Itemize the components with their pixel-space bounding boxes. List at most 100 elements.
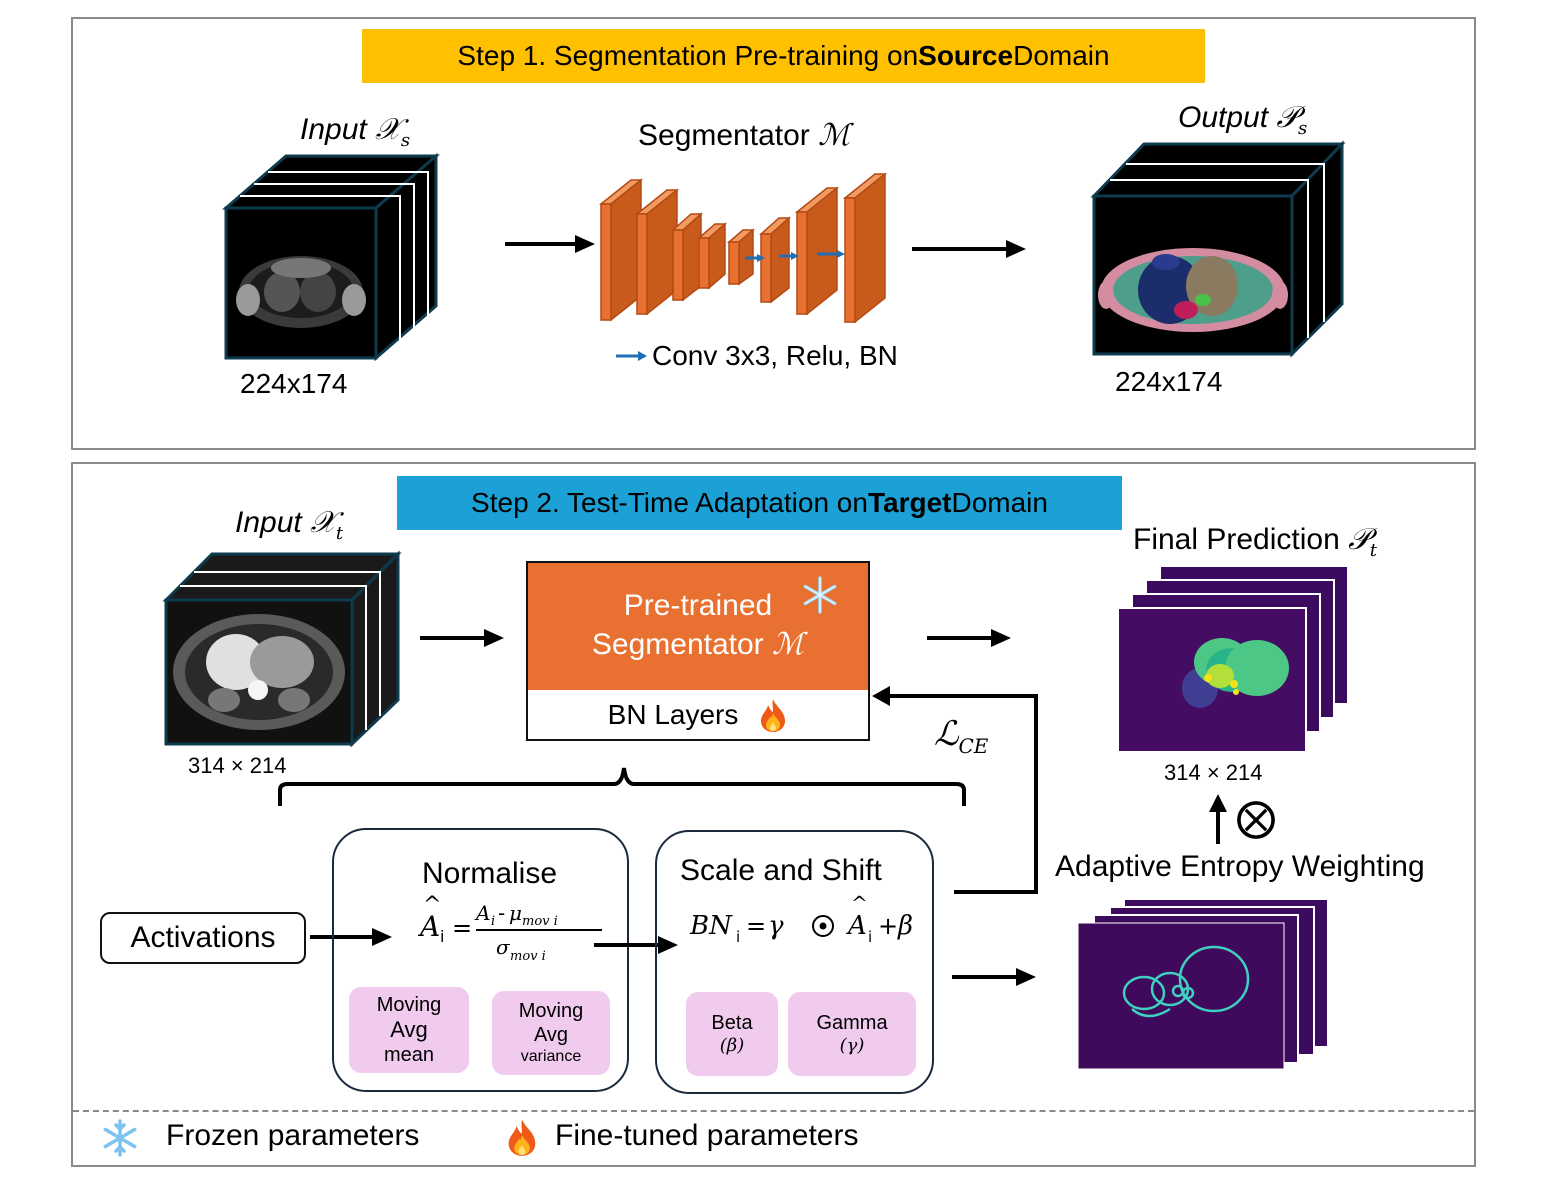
step1-output-stack bbox=[1090, 140, 1346, 358]
conv-legend: Conv 3x3, Relu, BN bbox=[616, 340, 898, 372]
svg-text:A: A bbox=[846, 911, 867, 941]
step2-input-label: Input 𝒳t bbox=[235, 505, 343, 544]
step1-input-stack bbox=[221, 152, 441, 362]
scale-shift-title: Scale and Shift bbox=[680, 854, 882, 887]
beta-line1: Beta bbox=[711, 1012, 753, 1035]
step1-output-symbol: 𝒫 bbox=[1276, 100, 1299, 135]
gamma-line1: Gamma bbox=[816, 1012, 888, 1035]
svg-text:mov i: mov i bbox=[510, 949, 546, 964]
activations-label: Activations bbox=[130, 921, 276, 954]
step2-banner: Step 2. Test-Time Adaptation on Target D… bbox=[397, 476, 1122, 530]
beta-line2: (β) bbox=[719, 1035, 745, 1057]
bn-layers-row: BN Layers bbox=[528, 690, 868, 739]
svg-text:μ: μ bbox=[509, 901, 522, 925]
moving-avg-variance-pill: Moving Avg variance bbox=[492, 991, 610, 1075]
arrow-step1-out bbox=[912, 240, 1026, 258]
var-line1: Moving bbox=[518, 1000, 584, 1023]
step2-banner-suffix: Domain bbox=[951, 487, 1048, 518]
svg-text:=: = bbox=[746, 912, 766, 940]
step1-banner-prefix: Step 1. Segmentation Pre-training on bbox=[457, 40, 919, 71]
loss-label: ℒCE bbox=[934, 714, 988, 758]
legend-finetuned-label: Fine-tuned parameters bbox=[555, 1119, 859, 1152]
svg-text:A: A bbox=[474, 901, 490, 925]
final-prediction-label: Final Prediction 𝒫t bbox=[1133, 522, 1377, 561]
step1-output-word: Output bbox=[1178, 101, 1269, 134]
svg-text:^: ^ bbox=[423, 893, 441, 918]
svg-text:=: = bbox=[452, 914, 472, 942]
step1-output-size: 224x174 bbox=[1115, 366, 1223, 397]
gamma-pill: Gamma (γ) bbox=[788, 992, 916, 1076]
legend-frozen-label: Frozen parameters bbox=[166, 1119, 420, 1152]
svg-text:γ: γ bbox=[768, 911, 784, 941]
var-line3: variance bbox=[520, 1048, 582, 1066]
unet-diagram bbox=[598, 172, 888, 324]
step1-input-word: Input bbox=[300, 113, 367, 146]
final-prediction-stack bbox=[1117, 565, 1349, 753]
arrow-step2-in bbox=[420, 629, 504, 647]
gamma-line2: (γ) bbox=[839, 1035, 865, 1057]
step2-panel bbox=[71, 462, 1476, 1167]
svg-text:+: + bbox=[878, 912, 898, 940]
mean-line3: mean bbox=[383, 1044, 435, 1067]
segmentator-symbol: ℳ bbox=[818, 118, 851, 153]
step1-output-sub: s bbox=[1298, 118, 1308, 139]
adaptive-entropy-weighting-label: Adaptive Entropy Weighting bbox=[1055, 850, 1425, 883]
segmentator-label: Segmentator ℳ bbox=[638, 118, 850, 153]
svg-text:A: A bbox=[417, 910, 440, 943]
step2-input-symbol: 𝒳 bbox=[310, 505, 336, 540]
svg-text:σ: σ bbox=[496, 935, 511, 959]
legend-snowflake-icon bbox=[103, 1119, 137, 1157]
arrow-normalise-scale bbox=[594, 936, 678, 954]
model-line2: Segmentator bbox=[591, 628, 764, 661]
segmentator-word: Segmentator bbox=[638, 119, 810, 152]
svg-text:i: i bbox=[440, 927, 444, 946]
step2-banner-prefix: Step 2. Test-Time Adaptation on bbox=[471, 487, 868, 518]
legend-separator bbox=[73, 1110, 1474, 1112]
scale-shift-box bbox=[655, 830, 934, 1094]
svg-text:^: ^ bbox=[851, 894, 868, 915]
beta-pill: Beta (β) bbox=[686, 992, 778, 1076]
svg-text:β: β bbox=[897, 911, 913, 941]
pretrained-segmentator-header: Pre-trained Segmentator ℳ bbox=[528, 563, 868, 690]
fire-icon bbox=[761, 698, 786, 732]
step1-panel bbox=[71, 17, 1476, 450]
segmentation-output-image bbox=[1098, 248, 1288, 332]
moving-avg-mean-pill: Moving Avg mean bbox=[349, 987, 469, 1073]
arrow-activations-normalise bbox=[310, 928, 392, 946]
step2-input-sub: t bbox=[335, 523, 344, 544]
loss-symbol: ℒ bbox=[934, 714, 959, 754]
arrow-up-final bbox=[1209, 794, 1227, 844]
arrow-step1-in bbox=[505, 235, 595, 253]
svg-text:mov i: mov i bbox=[522, 914, 558, 929]
final-prediction-word: Final Prediction bbox=[1133, 523, 1340, 556]
ct-scan-image-target bbox=[173, 614, 345, 730]
entropy-map-image bbox=[1122, 945, 1250, 1018]
ct-scan-image-source bbox=[236, 256, 366, 328]
final-prediction-symbol: 𝒫 bbox=[1348, 522, 1370, 557]
step1-input-size: 224x174 bbox=[240, 368, 348, 399]
svg-text:i: i bbox=[736, 928, 740, 946]
feedback-loop-arrow bbox=[872, 686, 1038, 894]
model-symbol: ℳ bbox=[772, 627, 805, 662]
final-prediction-size: 314 × 214 bbox=[1164, 760, 1263, 785]
normalise-formula: A ^ i = A i - μ mov i σ mov i bbox=[417, 893, 602, 964]
normalise-box bbox=[332, 828, 629, 1092]
step1-input-label: Input 𝒳s bbox=[300, 112, 410, 151]
step2-banner-bold: Target bbox=[867, 487, 952, 518]
var-line2: Avg bbox=[533, 1024, 569, 1047]
final-prediction-image bbox=[1182, 638, 1289, 708]
activations-box: Activations bbox=[100, 912, 306, 964]
conv-legend-text: Conv 3x3, Relu, BN bbox=[652, 340, 898, 371]
step1-output-label: Output 𝒫s bbox=[1178, 100, 1307, 139]
step1-input-sub: s bbox=[400, 130, 411, 151]
step1-banner-bold: Source bbox=[918, 40, 1014, 71]
snowflake-icon bbox=[803, 576, 837, 614]
step1-input-symbol: 𝒳 bbox=[375, 112, 401, 147]
step2-input-word: Input bbox=[235, 506, 302, 539]
loss-sub: CE bbox=[958, 733, 989, 758]
svg-text:i: i bbox=[868, 928, 872, 946]
svg-text:BN: BN bbox=[689, 911, 733, 941]
blue-arrow-icon bbox=[616, 351, 647, 361]
step1-banner: Step 1. Segmentation Pre-training on Sou… bbox=[362, 29, 1205, 83]
multiply-symbol: ⨂ bbox=[1236, 796, 1276, 840]
